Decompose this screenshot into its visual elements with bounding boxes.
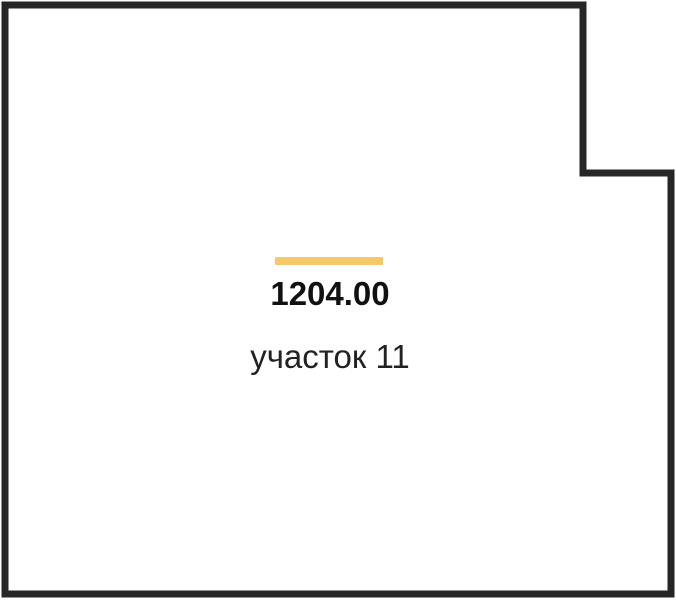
plot-area-value: 1204.00 [270,275,390,312]
plot-name-label: участок 11 [250,338,410,375]
plot-status-accent-line [275,257,383,265]
